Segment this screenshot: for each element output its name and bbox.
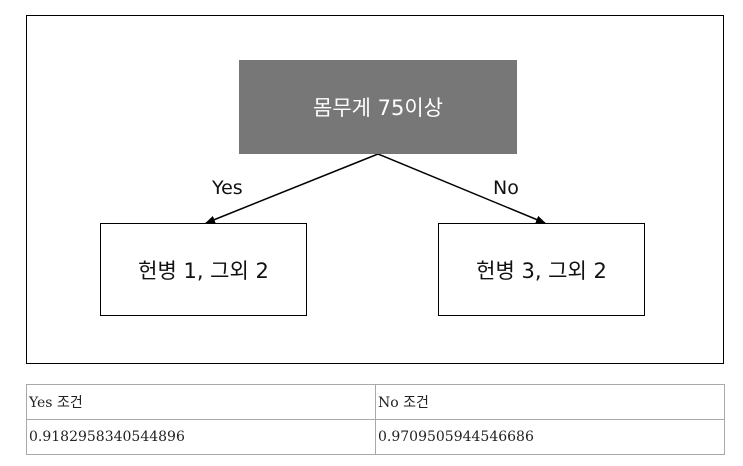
table-row: 0.9182958340544896 0.9709505944546686 xyxy=(26,419,725,455)
edge-label-yes: Yes xyxy=(212,177,243,199)
result-table: Yes 조건 No 조건 0.9182958340544896 0.970950… xyxy=(26,384,725,455)
table-header-yes: Yes 조건 xyxy=(26,384,376,420)
root-node: 몸무게 75이상 xyxy=(239,60,517,154)
leaf-node-yes: 헌병 1, 그외 2 xyxy=(100,223,307,316)
edge-label-no: No xyxy=(493,177,519,199)
leaf-node-yes-label: 헌병 1, 그외 2 xyxy=(138,258,269,283)
table-cell-yes-value: 0.9182958340544896 xyxy=(26,419,376,455)
root-node-label: 몸무게 75이상 xyxy=(313,96,443,120)
table-header-row: Yes 조건 No 조건 xyxy=(26,384,725,420)
table-header-no: No 조건 xyxy=(375,384,725,420)
leaf-node-no-label: 헌병 3, 그외 2 xyxy=(476,258,607,283)
leaf-node-no: 헌병 3, 그외 2 xyxy=(438,223,645,316)
table-cell-no-value: 0.9709505944546686 xyxy=(375,419,725,455)
